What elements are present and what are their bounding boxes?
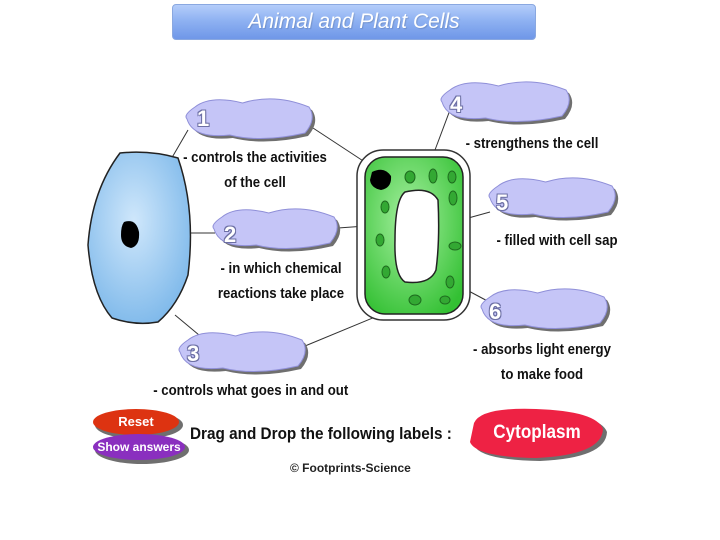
slot-1-desc-line-2: of the cell <box>224 174 286 191</box>
slot-2-desc-line-2: reactions take place <box>217 285 345 302</box>
reset-button-label[interactable]: Reset <box>118 414 154 429</box>
animal-nucleus <box>121 221 140 248</box>
cytoplasm-label-text[interactable]: Cytoplasm <box>493 422 581 443</box>
cytoplasm-drag-label[interactable] <box>470 408 607 461</box>
chloroplasts <box>375 168 462 306</box>
slot-6-desc-line-2: to make food <box>500 366 584 383</box>
reset-button[interactable] <box>93 409 183 439</box>
slot-6-desc-line-1: - absorbs light energy <box>473 341 611 358</box>
label-slot-5[interactable] <box>488 177 619 221</box>
slot-1-desc-line-1: - controls the activities <box>183 149 327 166</box>
slot-5-number: 5 <box>496 190 509 215</box>
slot-4-number: 4 <box>450 92 463 117</box>
plant-nucleus <box>370 169 392 190</box>
slot-3-desc-line-1: - controls what goes in and out <box>153 382 349 399</box>
show-answers-button-label[interactable]: Show answers <box>97 440 181 454</box>
animal-cell <box>87 151 192 325</box>
slot-5-description: - filled with cell sap <box>491 228 623 253</box>
slot-3-number: 3 <box>187 341 200 366</box>
label-slot-6[interactable] <box>480 288 611 332</box>
slot-2-number: 2 <box>224 222 237 247</box>
slot-1-description: - controls the activities of the cell <box>180 145 330 195</box>
instruction-text: Drag and Drop the following labels : <box>190 424 452 443</box>
show-answers-button[interactable] <box>93 434 189 464</box>
label-slot-4[interactable] <box>440 81 573 125</box>
slot-3-description: - controls what goes in and out <box>153 378 349 403</box>
slot-2-desc-line-1: - in which chemical <box>220 260 342 277</box>
slot-4-description: - strengthens the cell <box>462 131 603 156</box>
slot-2-description: - in which chemical reactions take place <box>206 256 356 306</box>
label-slots <box>178 81 619 375</box>
slot-6-number: 6 <box>489 299 502 324</box>
plant-vacuole <box>394 189 440 284</box>
title-bar: Animal and Plant Cells <box>172 4 536 40</box>
slot-4-desc-line-1: - strengthens the cell <box>465 135 599 152</box>
label-slot-1[interactable] <box>185 98 316 142</box>
slot-5-desc-line-1: - filled with cell sap <box>496 232 618 249</box>
copyright: © Footprints-Science <box>290 461 411 475</box>
slot-6-description: - absorbs light energy to make food <box>472 337 613 387</box>
label-slot-2[interactable] <box>212 208 341 252</box>
page-title: Animal and Plant Cells <box>248 10 460 33</box>
slot-1-number: 1 <box>197 106 210 131</box>
label-slot-3[interactable] <box>178 331 309 375</box>
